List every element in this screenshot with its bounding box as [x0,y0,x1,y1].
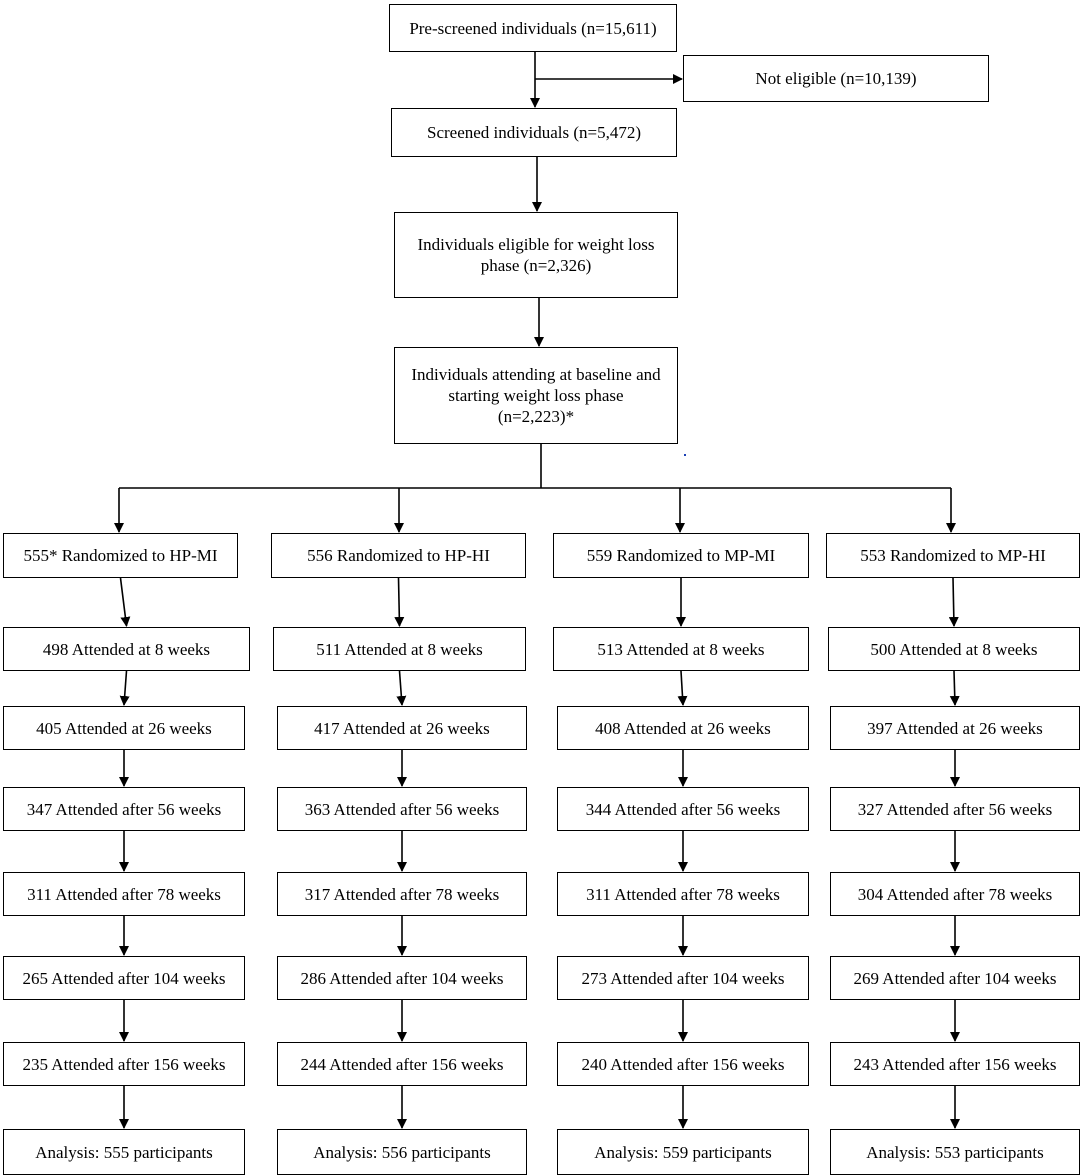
mp-hi-arrow-1 [949,670,960,706]
mp-mi-stage-56w-box: 344 Attended after 56 weeks [557,787,809,831]
hp-hi-stage-78w-box: 317 Attended after 78 weeks [277,872,527,916]
hp-mi-stage-78w-box: 311 Attended after 78 weeks [3,872,245,916]
hp-mi-arrow-1 [119,670,130,706]
mp-hi-stage-104w-box: 269 Attended after 104 weeks [830,956,1080,1000]
hp-mi-stage-26w-box: 405 Attended at 26 weeks [3,706,245,750]
mp-hi-analysis-box: Analysis: 553 participants [830,1129,1080,1175]
mp-mi-stage-8w-box: 513 Attended at 8 weeks [553,627,809,671]
mp-mi-stage-26w-box: 408 Attended at 26 weeks [557,706,809,750]
hp-mi-stage-56w-box: 347 Attended after 56 weeks [3,787,245,831]
hp-hi-stage-26w-box: 417 Attended at 26 weeks [277,706,527,750]
hp-hi-randomized-box: 556 Randomized to HP-HI [271,533,526,578]
hp-hi-stage-156w-box: 244 Attended after 156 weeks [277,1042,527,1086]
stray-dot [684,454,686,456]
mp-hi-randomized-box: 553 Randomized to MP-HI [826,533,1080,578]
hp-mi-stage-8w-box: 498 Attended at 8 weeks [3,627,250,671]
hp-mi-stage-104w-box: 265 Attended after 104 weeks [3,956,245,1000]
mp-hi-stage-78w-box: 304 Attended after 78 weeks [830,872,1080,916]
not-eligible-box: Not eligible (n=10,139) [683,55,989,102]
hp-mi-randomized-box: 555* Randomized to HP-MI [3,533,238,578]
eligible-box: Individuals eligible for weight loss pha… [394,212,678,298]
mp-hi-stage-156w-box: 243 Attended after 156 weeks [830,1042,1080,1086]
attending-box: Individuals attending at baseline and st… [394,347,678,444]
mp-hi-stage-56w-box: 327 Attended after 56 weeks [830,787,1080,831]
hp-mi-arrow-0 [119,577,131,627]
hp-hi-stage-56w-box: 363 Attended after 56 weeks [277,787,527,831]
hp-hi-stage-104w-box: 286 Attended after 104 weeks [277,956,527,1000]
mp-mi-randomized-box: 559 Randomized to MP-MI [553,533,809,578]
mp-hi-stage-8w-box: 500 Attended at 8 weeks [828,627,1080,671]
hp-mi-stage-156w-box: 235 Attended after 156 weeks [3,1042,245,1086]
mp-mi-stage-78w-box: 311 Attended after 78 weeks [557,872,809,916]
mp-hi-arrow-0 [948,577,959,627]
hp-mi-analysis-box: Analysis: 555 participants [3,1129,245,1175]
mp-mi-analysis-box: Analysis: 559 participants [557,1129,809,1175]
mp-mi-stage-104w-box: 273 Attended after 104 weeks [557,956,809,1000]
hp-hi-analysis-box: Analysis: 556 participants [277,1129,527,1175]
hp-hi-stage-8w-box: 511 Attended at 8 weeks [273,627,526,671]
pre-screened-box: Pre-screened individuals (n=15,611) [389,4,677,52]
mp-mi-stage-156w-box: 240 Attended after 156 weeks [557,1042,809,1086]
screened-box: Screened individuals (n=5,472) [391,108,677,157]
mp-hi-stage-26w-box: 397 Attended at 26 weeks [830,706,1080,750]
hp-hi-arrow-1 [396,670,407,706]
hp-hi-arrow-0 [394,577,405,627]
mp-mi-arrow-1 [677,670,688,706]
